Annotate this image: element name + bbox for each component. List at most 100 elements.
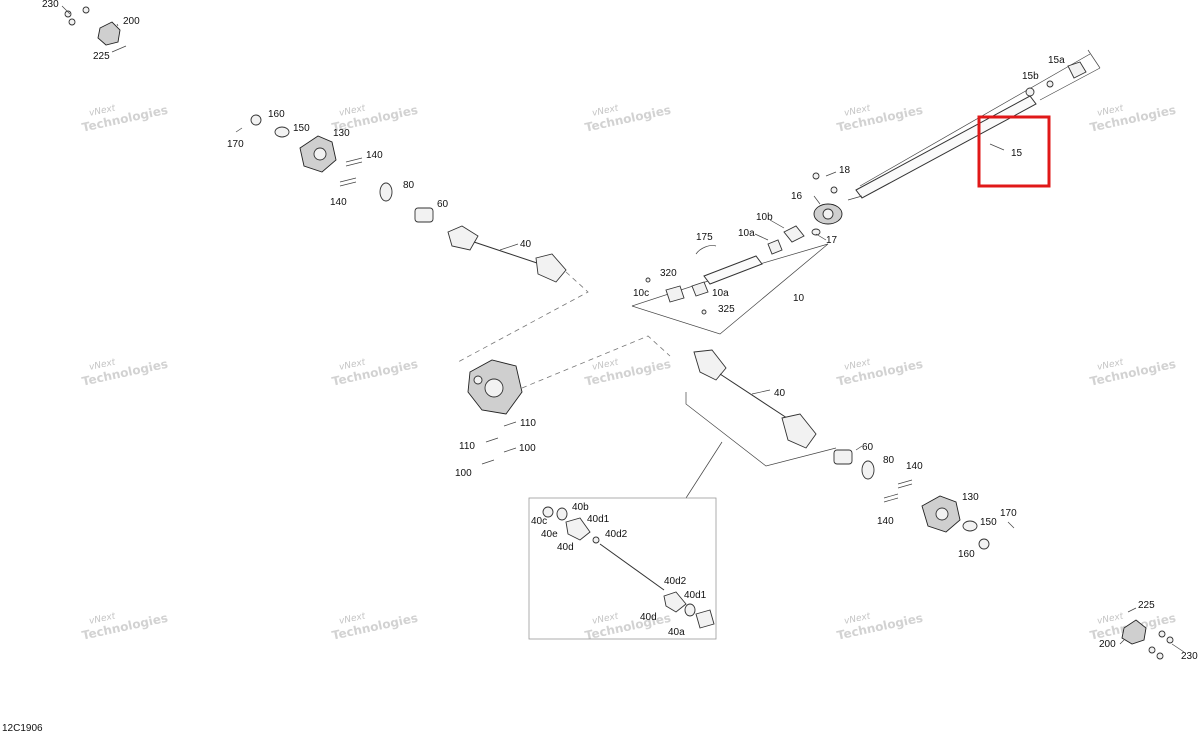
part-label[interactable]: 17: [826, 235, 838, 246]
shaft-tube-part: [703, 255, 763, 285]
part-label[interactable]: 40d: [557, 542, 574, 553]
yoke-part: [691, 281, 709, 297]
part-label[interactable]: 10: [793, 293, 805, 304]
bolt-icon: [1158, 630, 1166, 638]
part-label[interactable]: 110: [459, 441, 475, 452]
watermark: vNext Technologies: [584, 103, 673, 135]
bearing-part: [414, 207, 434, 223]
circlip-part: [861, 460, 875, 480]
drive-shaft-detail-inset[interactable]: 40b 40c 40e 40d1 40d 40d2 40d2 40d1 40d …: [528, 441, 723, 640]
part-label[interactable]: 225: [93, 51, 110, 62]
part-label[interactable]: 140: [906, 461, 923, 472]
part-label[interactable]: 130: [333, 128, 350, 139]
boot-part: [695, 245, 717, 255]
part-label[interactable]: 160: [958, 549, 975, 560]
part-label[interactable]: 150: [980, 517, 997, 528]
watermark: vNext Technologies: [81, 103, 170, 135]
bolt-icon: [830, 186, 838, 194]
part-label[interactable]: 10c: [633, 288, 649, 299]
engine-mount-part: [97, 21, 121, 46]
propeller-shaft-assembly[interactable]: 15a 15b 15 18 16 17: [791, 49, 1101, 246]
watermark: vNext Technologies: [331, 357, 420, 389]
part-label[interactable]: 325: [718, 304, 735, 315]
part-label[interactable]: 230: [42, 0, 59, 10]
part-label[interactable]: 170: [227, 139, 244, 150]
part-label[interactable]: 60: [437, 199, 449, 210]
washer-part: [274, 126, 290, 138]
cv-joint-part: [447, 225, 479, 251]
connection-line: [457, 271, 589, 363]
part-label[interactable]: 160: [268, 109, 285, 120]
part-label[interactable]: 80: [403, 180, 415, 191]
wheel-hub-assembly-left[interactable]: 160 150 170 130 140 140 80 60: [227, 109, 449, 223]
part-label[interactable]: 40d2: [605, 529, 628, 540]
bearing-part: [833, 449, 853, 465]
cv-joint-part: [695, 609, 715, 629]
part-label[interactable]: 40d2: [664, 576, 687, 587]
part-label[interactable]: 15b: [1022, 71, 1039, 82]
front-differential[interactable]: 110 110 100 100: [455, 359, 536, 479]
part-label[interactable]: 230: [1181, 651, 1198, 662]
mount-assembly-bottom-right[interactable]: 225 200 230: [1099, 600, 1198, 662]
bearing-part: [542, 506, 554, 518]
drive-shaft-40-lower[interactable]: 40: [685, 349, 837, 467]
watermark: vNext Technologies: [1089, 357, 1178, 389]
cv-joint-part: [781, 413, 817, 449]
part-label[interactable]: 140: [330, 197, 347, 208]
watermark: vNext Technologies: [81, 611, 170, 643]
part-label[interactable]: 100: [455, 468, 472, 479]
yoke-part: [1067, 61, 1087, 79]
drive-shaft-40-upper[interactable]: 40: [447, 225, 567, 283]
part-label[interactable]: 10a: [712, 288, 729, 299]
part-label[interactable]: 40a: [668, 627, 685, 638]
part-label[interactable]: 80: [883, 455, 895, 466]
part-label[interactable]: 40d: [640, 612, 657, 623]
part-label[interactable]: 320: [660, 268, 677, 279]
part-label[interactable]: 10a: [738, 228, 755, 239]
part-label[interactable]: 18: [839, 165, 851, 176]
engine-mount-part: [1121, 619, 1147, 645]
part-label[interactable]: 40b: [572, 502, 589, 513]
mount-assembly-top-left[interactable]: 230 200 225: [42, 0, 140, 62]
watermark: vNext Technologies: [331, 611, 420, 643]
part-label[interactable]: 40: [520, 239, 532, 250]
part-label[interactable]: 15a: [1048, 55, 1065, 66]
part-label[interactable]: 40e: [541, 529, 558, 540]
bolt-icon: [1166, 636, 1174, 644]
hub-nut-part: [978, 538, 990, 550]
diagram-code: 12C1906: [2, 723, 43, 734]
part-label[interactable]: 175: [696, 232, 713, 243]
wheel-hub-assembly-right[interactable]: 60 80 140 140 130 150 170 160: [833, 442, 1017, 560]
part-label[interactable]: 200: [123, 16, 140, 27]
part-label[interactable]: 110: [520, 418, 536, 429]
part-label[interactable]: 15: [1011, 148, 1023, 159]
cv-boot-part: [565, 517, 591, 541]
part-label[interactable]: 40d1: [587, 514, 610, 525]
part-label[interactable]: 100: [519, 443, 536, 454]
yoke-part: [665, 285, 685, 303]
detail-inset-frame: [528, 497, 717, 640]
part-label[interactable]: 60: [862, 442, 874, 453]
bolt-icon: [82, 6, 90, 14]
part-label[interactable]: 150: [293, 123, 310, 134]
highlight-box-part-15: [977, 115, 1051, 188]
part-label[interactable]: 130: [962, 492, 979, 503]
part-label[interactable]: 140: [366, 150, 383, 161]
cv-joint-part: [535, 253, 567, 283]
part-label[interactable]: 40c: [531, 516, 547, 527]
washer-part: [962, 520, 978, 532]
part-label[interactable]: 225: [1138, 600, 1155, 611]
part-label[interactable]: 16: [791, 191, 803, 202]
circlip-part: [379, 182, 393, 202]
part-label[interactable]: 40d1: [684, 590, 707, 601]
cv-boot-part: [663, 591, 687, 613]
front-prop-shaft-10[interactable]: 10b 10a 175 320 10c 10a 10 325: [633, 212, 805, 315]
part-label[interactable]: 200: [1099, 639, 1116, 650]
clip-part: [811, 228, 821, 236]
part-label[interactable]: 40: [774, 388, 786, 399]
watermark: vNext Technologies: [836, 357, 925, 389]
part-label[interactable]: 10b: [756, 212, 773, 223]
part-label[interactable]: 170: [1000, 508, 1017, 519]
part-label[interactable]: 140: [877, 516, 894, 527]
